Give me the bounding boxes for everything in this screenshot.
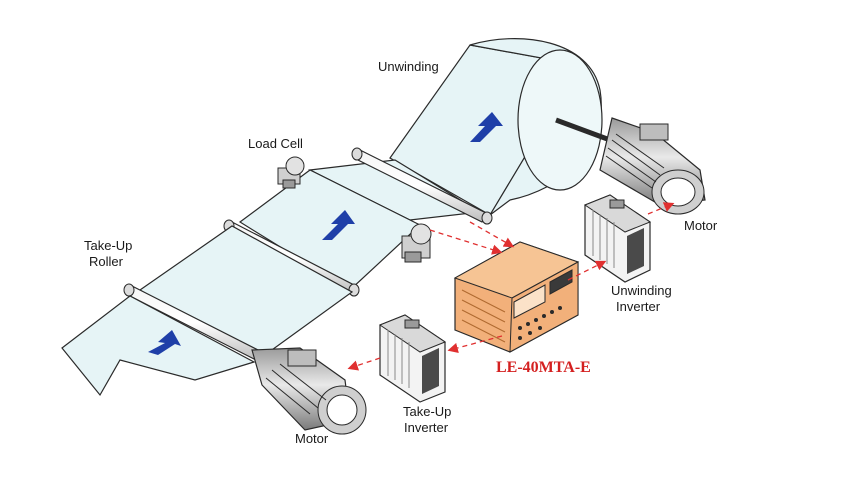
- label-take-up-inverter-line1: Take-Up: [403, 404, 451, 419]
- load-cell-right: [401, 223, 432, 263]
- web-direction-arrow-icon: [470, 112, 503, 142]
- label-load-cell: Load Cell: [248, 136, 303, 151]
- take-up-inverter-unit: [378, 314, 447, 403]
- label-motor-bottom: Motor: [295, 431, 329, 446]
- unwinding-inverter-unit: [583, 194, 652, 283]
- label-motor-right: Motor: [684, 218, 718, 233]
- label-take-up-roller-line1: Take-Up: [84, 238, 132, 253]
- label-take-up-roller-line2: Roller: [89, 254, 124, 269]
- web-direction-arrow-icon: [148, 330, 181, 355]
- label-unwinding-inverter-line2: Inverter: [616, 299, 661, 314]
- signal-lines: [347, 202, 675, 371]
- label-take-up-inverter-line2: Inverter: [404, 420, 449, 435]
- guide-roller-upper: [351, 147, 493, 225]
- controller-display: [513, 284, 546, 319]
- label-unwinding-inverter-line1: Unwinding: [611, 283, 672, 298]
- outgoing-web: [61, 295, 256, 397]
- unwinding-roll: [389, 38, 611, 216]
- load-cell-left: [277, 156, 305, 189]
- label-controller-model: LE-40MTA-E: [496, 359, 591, 376]
- web-direction-arrow-icon: [322, 210, 355, 240]
- tension-controller: [453, 241, 580, 353]
- take-up-motor: [251, 347, 367, 435]
- label-unwinding: Unwinding: [378, 59, 439, 74]
